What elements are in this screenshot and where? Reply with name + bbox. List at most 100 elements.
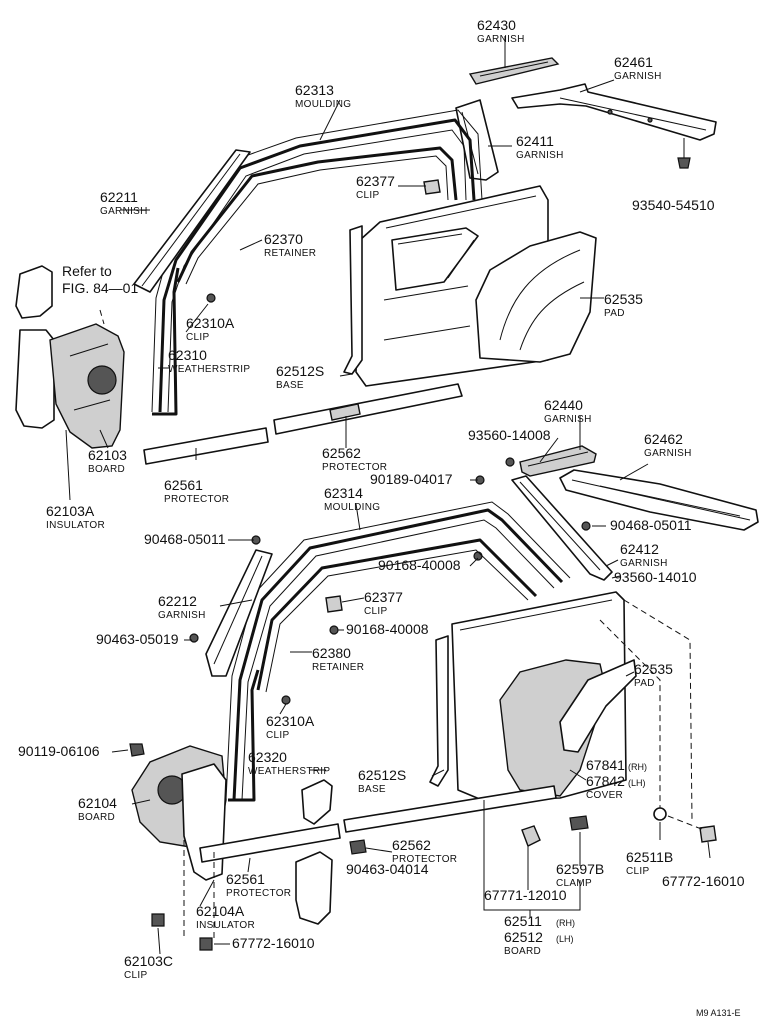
label-62412-sub: GARNISH	[620, 558, 668, 569]
label-62562b-sub: PROTECTOR	[392, 854, 457, 865]
clip-62377-lower-part	[325, 595, 343, 613]
label-62103a-num: 62103A	[46, 503, 95, 519]
label-62561b-sub: PROTECTOR	[226, 888, 291, 899]
clip-62310a-lower-part	[281, 695, 291, 705]
label-62212-num: 62212	[158, 593, 197, 609]
label-62512s-a-sub: BASE	[276, 380, 304, 391]
labels: 62430 GARNISH 62461 GARNISH 62313 MOULDI…	[18, 17, 745, 1018]
label-67842-tag: (LH)	[628, 778, 646, 788]
label-62310-num: 62310	[168, 347, 207, 363]
label-62512s-b-sub: BASE	[358, 784, 386, 795]
label-62561b-num: 62561	[226, 871, 265, 887]
base-62512s-upper-part	[343, 225, 363, 375]
moulding-62314-part	[225, 501, 571, 801]
label-62310a-sub: CLIP	[186, 332, 209, 343]
garnish-62211-part	[133, 149, 251, 293]
label-62310a2-num: 62310A	[266, 713, 315, 729]
label-90468a-num: 90468-05011	[144, 531, 226, 547]
label-62104a-num: 62104A	[196, 903, 245, 919]
label-62370-num: 62370	[264, 231, 303, 247]
label-62313-sub: MOULDING	[295, 99, 351, 110]
insulator-62104a-part	[181, 763, 227, 881]
label-67772b-num: 67772-16010	[232, 935, 315, 951]
label-90168b-num: 90168-40008	[346, 621, 429, 637]
clip-90168-lower-part	[329, 625, 339, 635]
label-90468b-num: 90468-05011	[610, 517, 692, 533]
label-62561a-sub: PROTECTOR	[164, 494, 229, 505]
footer-code: M9 A131-E	[696, 1008, 741, 1018]
label-62314-num: 62314	[324, 485, 363, 501]
label-67771-num: 67771-12010	[484, 887, 567, 903]
label-62211-num: 62211	[100, 189, 138, 205]
label-67841-num: 67841	[586, 757, 625, 773]
clip-67772-right-part	[699, 825, 717, 843]
label-62320-sub: WEATHERSTRIP	[248, 766, 330, 777]
insulator-62103a-part	[15, 329, 55, 429]
garnish-62412-part	[511, 475, 613, 581]
protector-62562-lower-part	[343, 785, 557, 833]
clip-62377-upper-part	[423, 179, 441, 195]
label-62440-sub: GARNISH	[544, 414, 592, 425]
label-62561a-num: 62561	[164, 477, 203, 493]
label-62412-num: 62412	[620, 541, 659, 557]
label-62212-sub: GARNISH	[158, 610, 206, 621]
label-62511b-sub: CLIP	[626, 866, 649, 877]
garnish-62411-part	[455, 99, 499, 181]
garnish-62462-part	[559, 469, 759, 531]
label-62380-sub: RETAINER	[312, 662, 364, 673]
retainer-62370-part	[176, 146, 458, 285]
label-90189-num: 90189-04017	[370, 471, 453, 487]
label-90463b-num: 90463-04014	[346, 861, 429, 877]
label-62310a-num: 62310A	[186, 315, 235, 331]
garnish-62440-part	[519, 445, 597, 477]
label-62320-num: 62320	[248, 749, 287, 765]
label-62512s-b-num: 62512S	[358, 767, 406, 783]
label-62211-sub: GARNISH	[100, 206, 148, 217]
label-62104a-sub: INSULATOR	[196, 920, 255, 931]
label-refer-line2: FIG. 84—01	[62, 280, 138, 296]
label-62103c-num: 62103C	[124, 953, 173, 969]
clip-93560-14008-part	[505, 457, 515, 467]
clip-90463-04014-part	[349, 839, 367, 855]
label-62377a-num: 62377	[356, 173, 395, 189]
refer-panel-part	[15, 265, 53, 319]
label-93560b-num: 93560-14010	[614, 569, 697, 585]
clip-90463-05019-part	[189, 633, 199, 643]
label-62310a2-sub: CLIP	[266, 730, 289, 741]
label-62512-tag: (LH)	[556, 934, 574, 944]
clip-90468-right-part	[581, 521, 591, 531]
clip-67772-lower-left-part	[199, 937, 213, 951]
garnish-62430-part	[468, 57, 560, 85]
label-62310-sub: WEATHERSTRIP	[168, 364, 250, 375]
label-62104-sub: BOARD	[78, 812, 115, 823]
label-90463a-num: 90463-05019	[96, 631, 179, 647]
label-62430-sub: GARNISH	[477, 34, 525, 45]
label-62562b-num: 62562	[392, 837, 431, 853]
board-62103-part	[49, 323, 125, 449]
clip-62511b-part	[653, 807, 667, 821]
label-62461-num: 62461	[614, 54, 653, 70]
weatherstrip-62310-part	[152, 267, 180, 416]
label-67842-sub: COVER	[586, 790, 623, 801]
label-62430-num: 62430	[477, 17, 516, 33]
clip-62103c-part	[151, 913, 165, 927]
pad-small-lower-part	[301, 779, 333, 825]
protector-62561-upper-part	[143, 427, 269, 465]
label-62512-num: 62512	[504, 929, 543, 945]
label-62440-num: 62440	[544, 397, 583, 413]
label-62462-num: 62462	[644, 431, 683, 447]
label-62103-num: 62103	[88, 447, 127, 463]
label-93540-num: 93540-54510	[632, 197, 715, 213]
label-62597b-sub: CLAMP	[556, 878, 592, 889]
label-62461-sub: GARNISH	[614, 71, 662, 82]
weatherstrip-62320-part	[228, 669, 260, 802]
label-62313-num: 62313	[295, 82, 334, 98]
label-62104-num: 62104	[78, 795, 117, 811]
label-62511-num: 62511	[504, 913, 542, 929]
label-62314-sub: MOULDING	[324, 502, 380, 513]
label-62562a-sub: PROTECTOR	[322, 462, 387, 473]
label-62370-sub: RETAINER	[264, 248, 316, 259]
garnish-62461-part	[511, 83, 717, 141]
label-62535a-num: 62535	[604, 291, 643, 307]
